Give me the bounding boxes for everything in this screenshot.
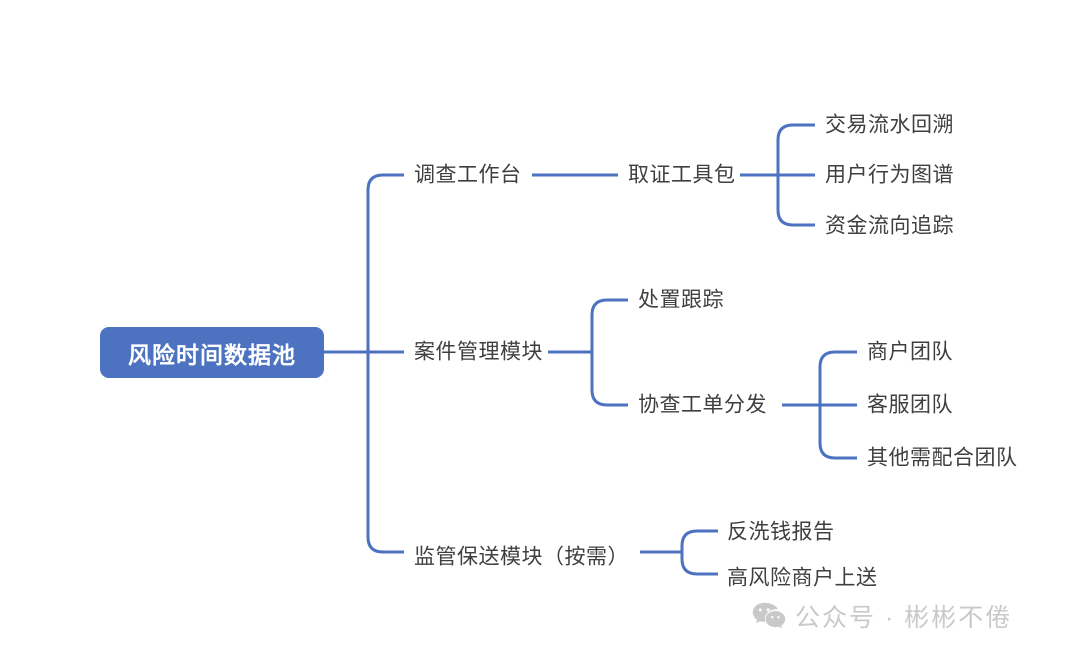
watermark: 公众号 · 彬彬不倦 <box>752 598 1012 634</box>
node-evidence-toolkit[interactable]: 取证工具包 <box>628 163 736 187</box>
edge-dispatch-bracket <box>818 350 857 460</box>
node-investigation-workbench[interactable]: 调查工作台 <box>414 163 522 187</box>
root-node[interactable]: 风险时间数据池 <box>100 327 324 378</box>
edge-toolkit-bracket <box>776 123 815 227</box>
node-aml-report[interactable]: 反洗钱报告 <box>727 520 835 544</box>
edge-regulatory-bracket <box>680 529 718 576</box>
node-transaction-trace[interactable]: 交易流水回溯 <box>825 113 954 137</box>
node-assist-ticket-dispatch[interactable]: 协查工单分发 <box>638 393 767 417</box>
wechat-icon <box>752 602 786 629</box>
node-other-support-team[interactable]: 其他需配合团队 <box>867 446 1018 470</box>
node-user-behavior-graph[interactable]: 用户行为图谱 <box>825 163 954 187</box>
edge-spine-bracket <box>366 173 404 554</box>
node-high-risk-merchant-upload[interactable]: 高风险商户上送 <box>727 566 878 590</box>
edge-case-bracket <box>590 298 628 407</box>
node-fund-flow-tracking[interactable]: 资金流向追踪 <box>825 214 954 238</box>
watermark-text: 公众号 · 彬彬不倦 <box>795 604 1013 632</box>
node-case-management-module[interactable]: 案件管理模块 <box>414 340 543 364</box>
node-customer-service-team[interactable]: 客服团队 <box>867 393 953 417</box>
node-merchant-team[interactable]: 商户团队 <box>867 340 953 364</box>
node-disposal-tracking[interactable]: 处置跟踪 <box>638 288 724 312</box>
node-regulatory-submission-module[interactable]: 监管保送模块（按需） <box>414 545 629 569</box>
